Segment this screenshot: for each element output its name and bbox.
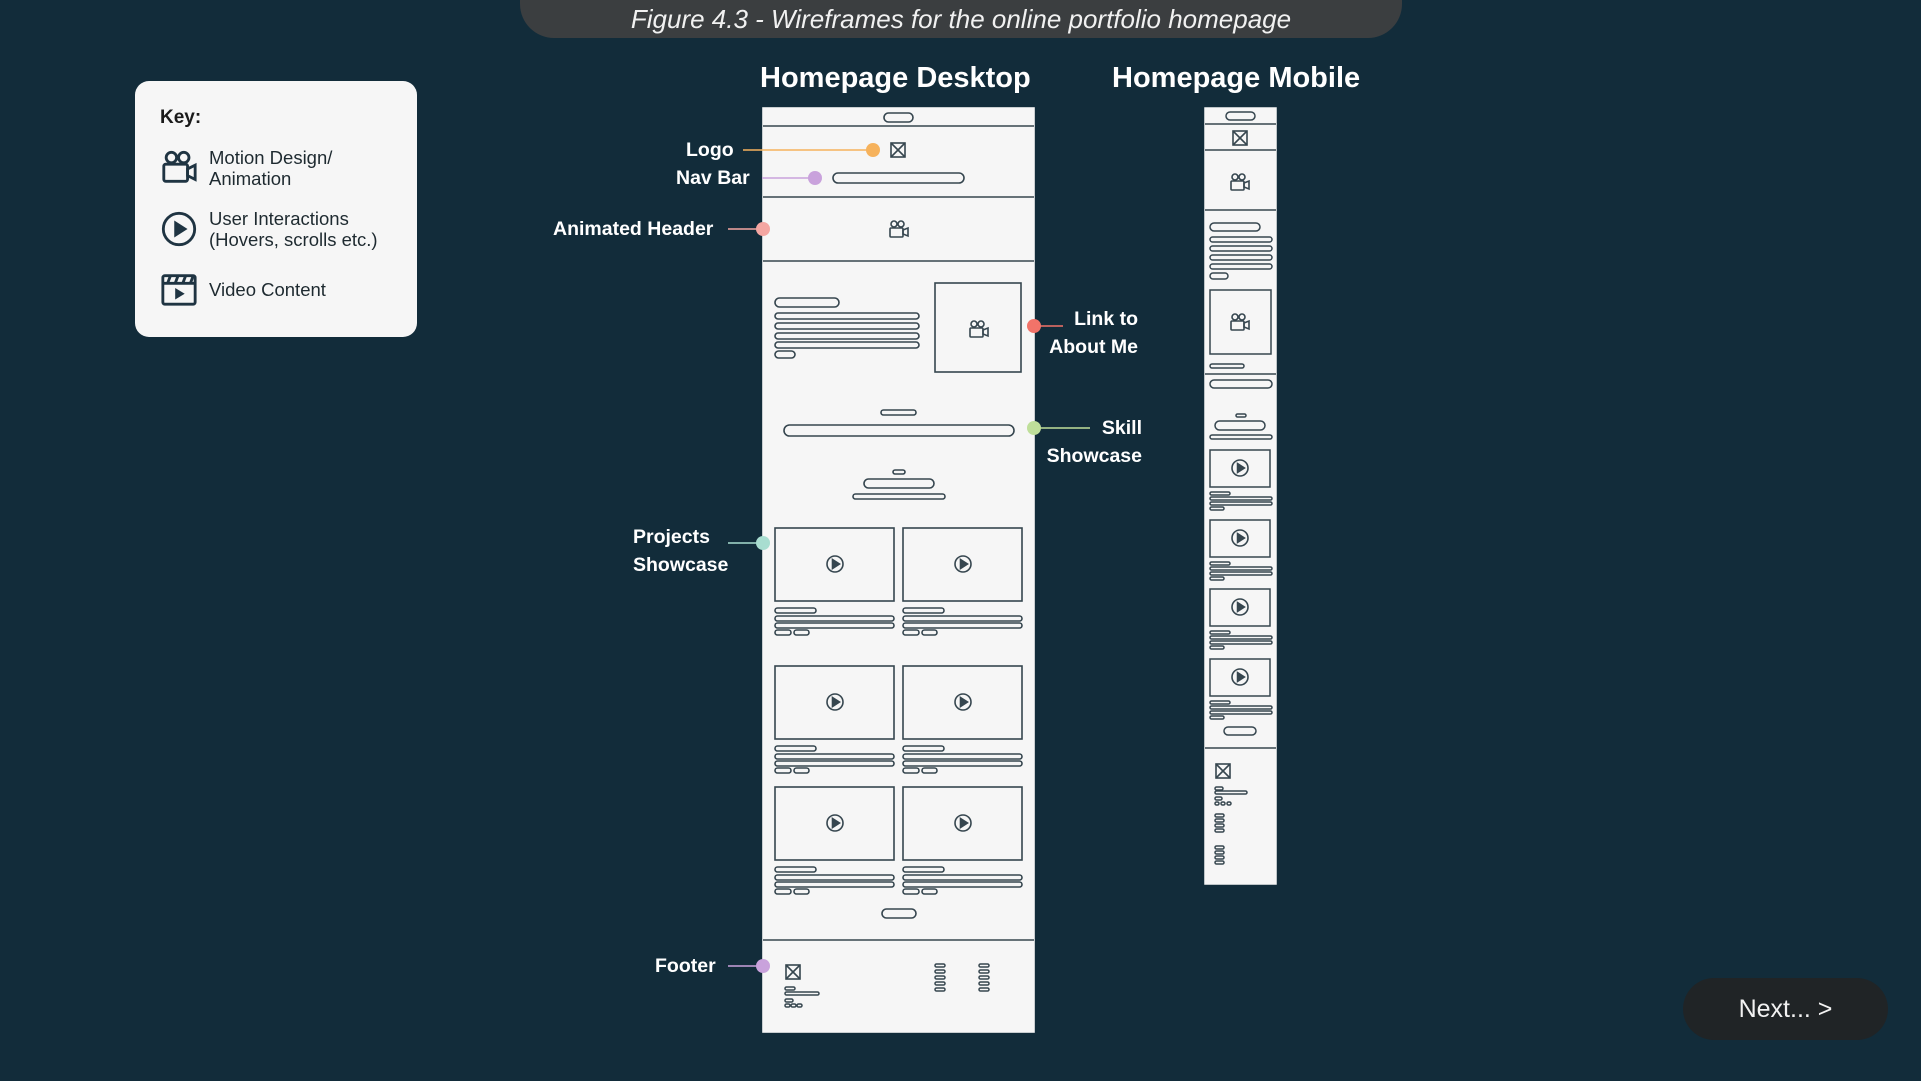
nav-dot xyxy=(808,171,822,185)
key-item-video: Video Content xyxy=(160,270,326,308)
desktop-footer xyxy=(784,963,990,1008)
callout-animated-header: Animated Header xyxy=(553,218,714,240)
callout-logo: Logo xyxy=(686,139,734,161)
callout-connectors xyxy=(728,143,1090,973)
mobile-project-card xyxy=(1209,658,1273,720)
play-icon xyxy=(161,211,197,247)
key-label-motion: Motion Design/Animation xyxy=(209,147,333,189)
footer-dot xyxy=(756,959,770,973)
mobile-project-card xyxy=(1209,588,1273,650)
desktop-project-card xyxy=(774,786,895,895)
callout-link-about: Link to About Me xyxy=(1049,308,1138,358)
projects-dot xyxy=(756,536,770,550)
desktop-project-card xyxy=(902,527,1023,636)
legend-key: Key: Motion Design/Animation User Intera… xyxy=(135,81,417,337)
skill-dot xyxy=(1027,421,1041,435)
key-label-video: Video Content xyxy=(209,278,326,300)
desktop-project-card xyxy=(774,527,895,636)
key-title: Key: xyxy=(160,107,202,128)
mobile-wireframe-title: Homepage Mobile xyxy=(1112,62,1361,94)
header-dot xyxy=(756,222,770,236)
desktop-wireframe xyxy=(762,107,1035,1033)
callout-nav-bar: Nav Bar xyxy=(676,167,750,189)
desktop-project-card xyxy=(902,665,1023,774)
clapperboard-icon xyxy=(161,274,197,306)
about-dot xyxy=(1027,319,1041,333)
desktop-project-card xyxy=(774,665,895,774)
next-button[interactable]: Next... > xyxy=(1683,978,1888,1040)
logo-dot xyxy=(866,143,880,157)
key-label-interactions: User Interactions(Hovers, scrolls etc.) xyxy=(209,208,378,250)
key-item-interactions: User Interactions(Hovers, scrolls etc.) xyxy=(160,208,378,250)
camera-icon xyxy=(162,150,197,183)
mobile-project-card xyxy=(1209,449,1273,511)
desktop-wireframe-title: Homepage Desktop xyxy=(760,62,1031,94)
mobile-project-card xyxy=(1209,519,1273,581)
desktop-project-card xyxy=(902,786,1023,895)
mobile-wireframe xyxy=(1204,107,1277,885)
callout-projects-showcase: Projects Showcase xyxy=(633,526,729,576)
figure-caption: Figure 4.3 - Wireframes for the online p… xyxy=(520,0,1402,38)
key-item-motion: Motion Design/Animation xyxy=(160,147,332,189)
desktop-project-grid xyxy=(774,527,1023,919)
callout-footer: Footer xyxy=(655,955,716,977)
callout-skill-showcase: Skill Showcase xyxy=(1046,417,1142,467)
